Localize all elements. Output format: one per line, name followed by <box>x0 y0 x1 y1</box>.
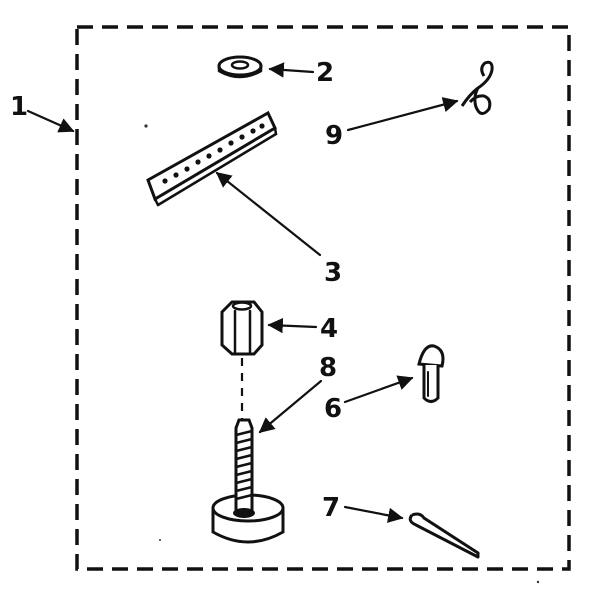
washer-hole <box>230 60 250 70</box>
kit-label: 1 <box>10 92 28 122</box>
callout-rivet: 6 <box>324 375 414 424</box>
cotter-pin-part <box>408 512 480 559</box>
rivet-leader-arrow <box>343 375 414 404</box>
wire-clip-part <box>460 60 494 115</box>
leveling-leg-leader-arrow <box>258 379 323 434</box>
wire-clip-label: 9 <box>325 121 343 151</box>
callout-wire-clip: 9 <box>325 97 459 151</box>
callout-cotter-pin: 7 <box>322 493 404 523</box>
washer-label: 2 <box>316 58 334 88</box>
scan-specks <box>144 124 540 584</box>
coupling-nut-label: 4 <box>320 314 338 344</box>
callout-coupling-nut: 4 <box>267 314 338 344</box>
washer-part <box>217 55 263 79</box>
kit-boundary <box>75 25 571 571</box>
bracket-leader-arrow <box>215 171 322 257</box>
wire-clip-leader-arrow <box>346 97 459 132</box>
cotter-pin-leader-arrow <box>343 505 404 523</box>
coupling-nut-leader-arrow <box>267 317 318 334</box>
callout-leveling-leg: 8 <box>258 353 337 434</box>
rivet-part <box>417 344 445 403</box>
leveling-leg-label: 8 <box>319 353 337 383</box>
bracket-part <box>146 110 278 207</box>
callout-kit: 1 <box>10 92 75 133</box>
bracket-holes <box>162 123 265 184</box>
washer-leader-arrow <box>268 62 315 78</box>
callout-bracket: 3 <box>215 171 342 288</box>
callout-washer: 2 <box>268 58 334 88</box>
rivet-label: 6 <box>324 394 342 424</box>
bracket-label: 3 <box>324 258 342 288</box>
coupling-nut-part <box>220 300 264 356</box>
cotter-pin-label: 7 <box>322 493 340 523</box>
leveling-leg-part <box>211 418 285 544</box>
kit-leader-arrow <box>26 109 75 133</box>
